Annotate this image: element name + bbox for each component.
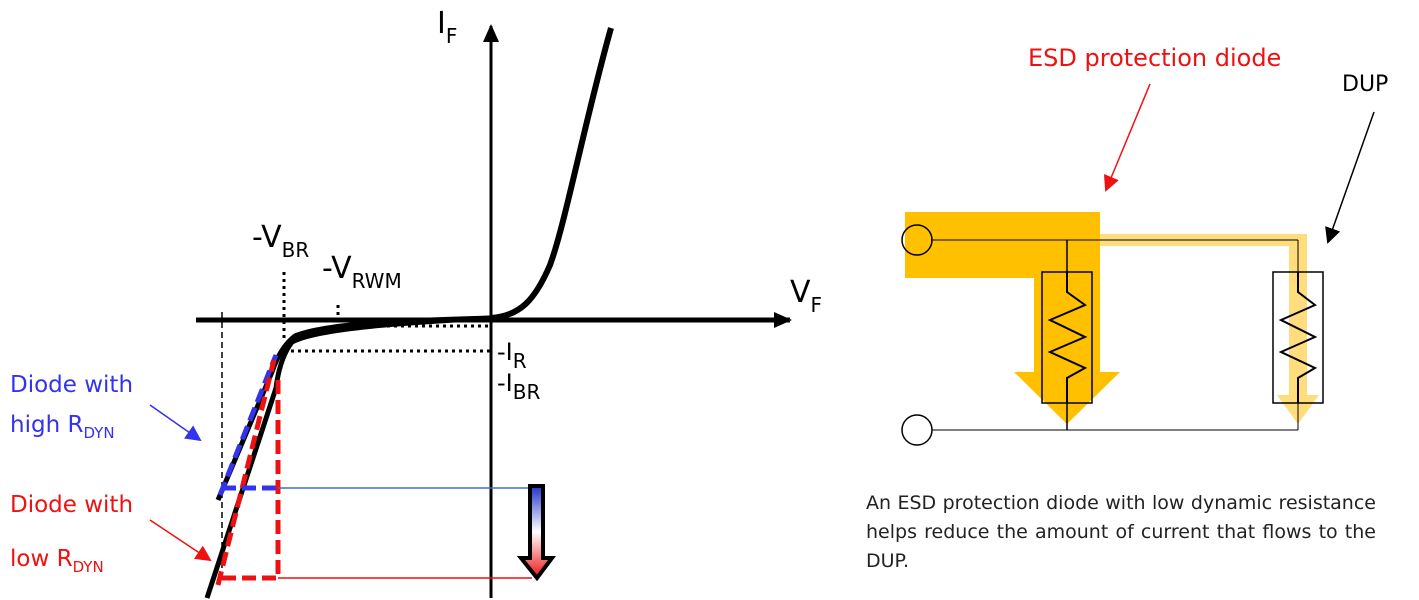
- dup-label: DUP: [1342, 72, 1388, 97]
- reverse-curve-low-rdyn: [204, 315, 492, 599]
- esd-pointer: [1103, 83, 1151, 192]
- ir-label: -IR: [497, 338, 527, 373]
- current-reduction-arrow: [516, 484, 556, 582]
- top-terminal: [901, 224, 933, 256]
- dup-resistor-zigzag: [1278, 272, 1318, 403]
- circuit-diagram: ESD protection diode DUP: [901, 44, 1388, 446]
- esd-protection-diode-label: ESD protection diode: [1028, 44, 1281, 72]
- diode-low-label-line2: low RDYN: [10, 546, 104, 576]
- diode-low-pointer: [149, 519, 212, 562]
- reverse-curve-high-rdyn: [215, 315, 492, 501]
- dup-pointer: [1325, 111, 1375, 244]
- high-rdyn-dashed-slope: [217, 354, 279, 496]
- bottom-terminal: [901, 414, 933, 446]
- diode-high-label-line2: high RDYN: [10, 412, 115, 442]
- forward-curve: [490, 27, 614, 321]
- vrwm-label: -VRWM: [322, 251, 402, 293]
- dup-current-flow: [1100, 234, 1319, 424]
- esd-current-flow: [905, 212, 1120, 424]
- iv-graph: IF VF -VBR -VRWM -IR -IBR Diode: [10, 6, 822, 599]
- vbr-label: -VBR: [252, 220, 309, 262]
- esd-resistor-zigzag: [1047, 272, 1088, 403]
- low-rdyn-dashed-slope: [215, 359, 277, 586]
- diode-high-label-line1: Diode with: [10, 372, 133, 398]
- y-axis-label: IF: [437, 6, 457, 48]
- diode-low-label-line1: Diode with: [10, 492, 133, 518]
- ibr-label: -IBR: [497, 369, 540, 404]
- x-axis-label: VF: [790, 275, 822, 317]
- circuit-caption: An ESD protection diode with low dynamic…: [866, 492, 1376, 572]
- diode-high-pointer: [149, 404, 202, 442]
